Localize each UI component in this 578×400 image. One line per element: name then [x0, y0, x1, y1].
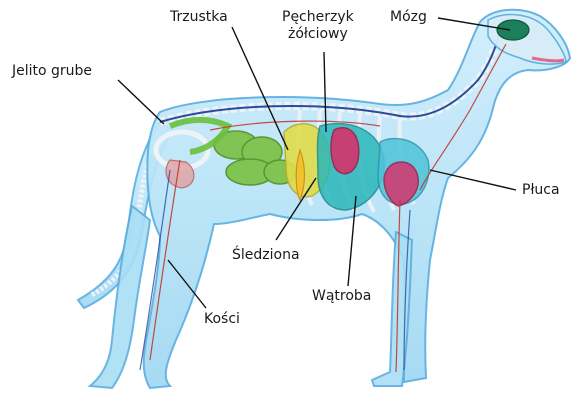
label-jelito-grube: Jelito grube: [12, 63, 92, 80]
label-watroba: Wątroba: [312, 288, 371, 305]
label-kosci: Kości: [204, 311, 240, 328]
label-pluca: Płuca: [522, 182, 560, 199]
label-mozg: Mózg: [390, 9, 427, 26]
label-trzustka: Trzustka: [170, 9, 228, 26]
label-pecherzyk-line2: żółciowy: [282, 26, 354, 43]
leader-jelito-grube: [118, 80, 164, 124]
gallbladder: [331, 128, 359, 174]
label-sledziona: Śledziona: [232, 247, 300, 264]
label-pecherzyk-line1: Pęcherzyk: [282, 9, 354, 26]
label-pecherzyk-zolciowy: Pęcherzyk żółciowy: [282, 9, 354, 43]
brain: [497, 20, 529, 40]
